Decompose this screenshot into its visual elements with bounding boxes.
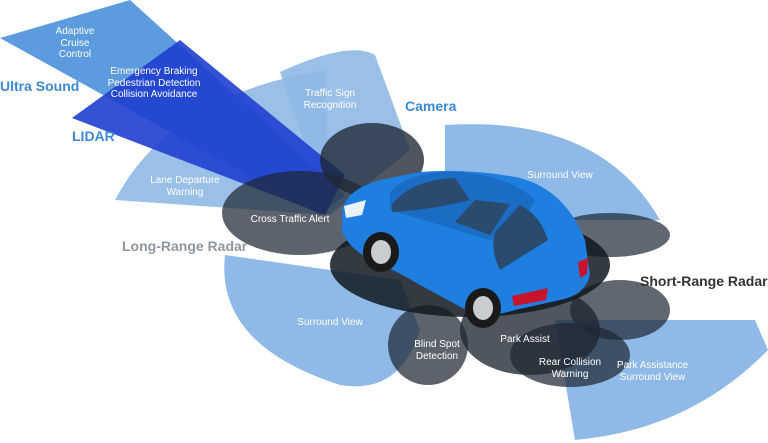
zone-cross-traffic bbox=[222, 171, 378, 255]
label-blind-spot: Blind Spot Detection bbox=[414, 339, 460, 362]
taillight bbox=[512, 288, 548, 306]
label-emergency-braking: Emergency Braking Pedestrian Detection C… bbox=[107, 66, 201, 100]
label-park-assist: Park Assist bbox=[500, 334, 550, 345]
label-rear-collision: Rear Collision Warning bbox=[538, 357, 602, 380]
label-park-assistance-surround: Park Assistance Surround View bbox=[616, 360, 689, 383]
zone-blind-spot bbox=[388, 305, 468, 385]
label-adaptive-cruise: Adaptive Cruise Control bbox=[55, 26, 95, 60]
label-cross-traffic: Cross Traffic Alert bbox=[250, 214, 330, 225]
wheel-rear-rim bbox=[473, 296, 493, 320]
heading-long-range-radar: Long-Range Radar bbox=[122, 238, 248, 254]
windshield bbox=[392, 178, 470, 212]
heading-camera: Camera bbox=[405, 98, 457, 114]
car bbox=[342, 170, 590, 328]
label-traffic-sign: Traffic Sign Recognition bbox=[303, 88, 357, 111]
beam-lidar bbox=[72, 40, 345, 215]
headlight bbox=[344, 200, 366, 218]
taillight-side bbox=[578, 258, 588, 278]
heading-ultra-sound: Ultra Sound bbox=[0, 78, 80, 94]
label-lane-departure: Lane Departure Warning bbox=[150, 175, 220, 198]
side-window bbox=[455, 200, 510, 235]
label-surround-view-right: Surround View bbox=[527, 170, 593, 181]
heading-lidar: LIDAR bbox=[72, 128, 115, 144]
zone-short-range-rear bbox=[570, 280, 670, 340]
zone-rear-collision bbox=[510, 323, 630, 387]
heading-short-range-radar: Short-Range Radar bbox=[640, 273, 768, 289]
rear-window bbox=[493, 205, 548, 270]
label-surround-view-left: Surround View bbox=[297, 317, 363, 328]
wheel-front-rim bbox=[371, 240, 391, 264]
